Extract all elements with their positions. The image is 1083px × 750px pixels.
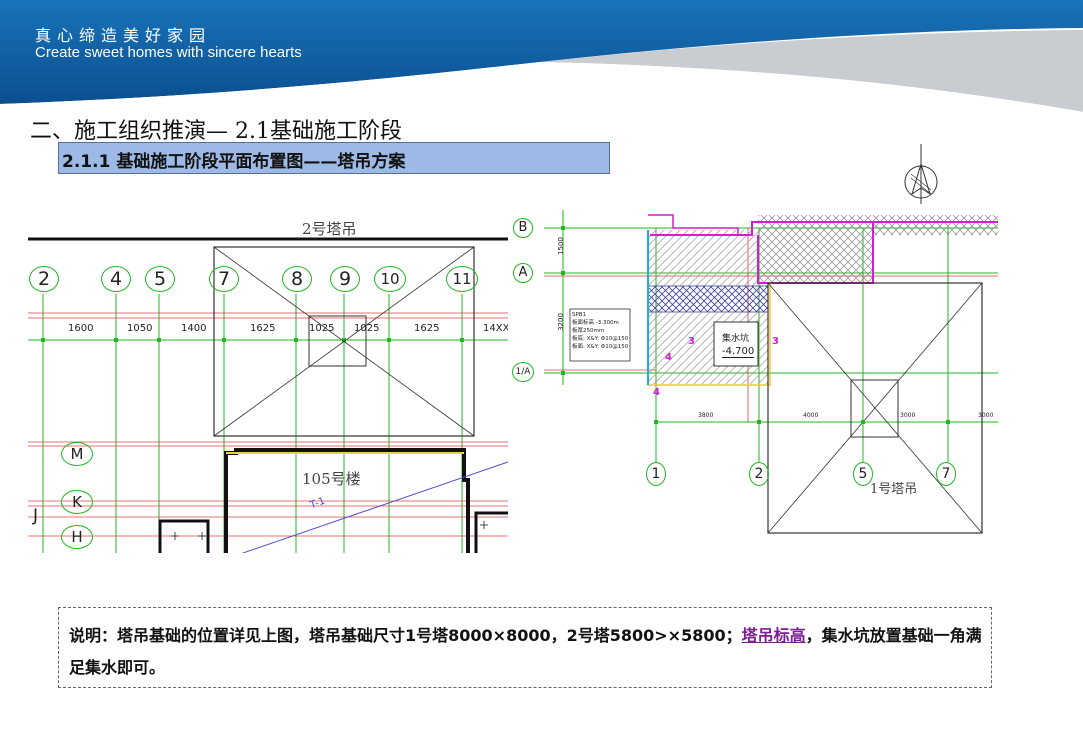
section-mark-3-left: 3: [688, 336, 695, 347]
axis-bubble-4: 4: [101, 266, 131, 292]
section-mark-3-right: 3: [772, 336, 779, 347]
dim-1400: 1400: [181, 323, 207, 334]
axis-bubble-5: 5: [145, 266, 175, 292]
dim-1625-b: 1625: [414, 323, 440, 334]
brand-slogan-cn: 真心缔造美好家园: [35, 26, 212, 45]
axis-bubble-2-right: 2: [749, 462, 769, 486]
slab-spec-line: 板面: X&Y: Φ10@150: [572, 344, 629, 350]
row-bubble-1a: 1/A: [512, 362, 534, 382]
dim-3200: 3200: [556, 313, 565, 331]
header-wave-graphic: [0, 0, 1083, 115]
section-mark-4-lower: 4: [653, 387, 660, 398]
axis-bubble-9: 9: [330, 266, 360, 292]
axis-bubble-11: 11: [446, 266, 478, 292]
right-crane-plan: B A 1/A 1500 3200 SPB1 板面标高 -3.300m 板厚25…: [508, 210, 998, 540]
brand-slogan-en: Create sweet homes with sincere hearts: [35, 44, 302, 61]
subtitle-bar: 2.1.1 基础施工阶段平面布置图——塔吊方案: [58, 142, 610, 174]
slab-spec-note: SPB1 板面标高 -3.300m 板厚250mm 板底: X&Y: Φ10@1…: [572, 311, 630, 351]
dim-1025-b: 1025: [354, 323, 380, 334]
section-mark-4-upper: 4: [665, 352, 672, 363]
row-bubble-a: A: [513, 263, 533, 283]
note-box: 说明：塔吊基础的位置详见上图，塔吊基础尺寸1号塔8000×8000，2号塔580…: [58, 607, 992, 688]
note-text-part1: 说明：塔吊基础的位置详见上图，塔吊基础尺寸1号塔8000×8000，2号塔580…: [69, 626, 742, 645]
header-banner: 真心缔造美好家园 Create sweet homes with sincere…: [0, 0, 1083, 115]
axis-bubble-8: 8: [282, 266, 312, 292]
slab-spec-line: SPB1: [572, 312, 587, 318]
dim-1025-a: 1025: [309, 323, 335, 334]
north-arrow-icon: [904, 144, 938, 204]
crane-2-label: 2号塔吊: [302, 220, 357, 238]
section-title: 二、施工组织推演— 2.1基础施工阶段: [30, 119, 402, 144]
dim-14xx: 14XX: [483, 323, 508, 334]
dim-3800: 3800: [698, 412, 714, 419]
sump-pit-level: -4.700: [722, 346, 755, 358]
building-105-label: 105号楼: [302, 470, 361, 488]
sump-pit-label: 集水坑: [722, 334, 750, 344]
slab-spec-line: 板厚250mm: [572, 328, 605, 334]
slab-spec-line: 板底: X&Y: Φ10@150: [572, 336, 629, 342]
note-text-part2: ，集水坑放置基础一角满足集水即可。: [69, 626, 982, 677]
left-plan-svg: [28, 237, 508, 553]
axis-bubble-5-right: 5: [853, 462, 873, 486]
crane-elevation-link[interactable]: 塔吊标高: [741, 626, 806, 645]
dim-3000-a: 3000: [900, 412, 916, 419]
dim-4000: 4000: [803, 412, 819, 419]
axis-bubble-7-right: 7: [936, 462, 956, 486]
row-bubble-k: K: [61, 490, 93, 514]
dim-1600: 1600: [68, 323, 94, 334]
row-bubble-b: B: [513, 218, 533, 238]
axis-bubble-7: 7: [209, 266, 239, 292]
axis-bubble-10: 10: [374, 266, 406, 292]
right-plan-svg: [544, 210, 998, 534]
axis-bubble-1: 1: [646, 462, 666, 486]
dim-3000-b: 3000: [978, 412, 994, 419]
dim-1500: 1500: [556, 237, 565, 255]
subtitle-text: 2.1.1 基础施工阶段平面布置图——塔吊方案: [62, 152, 406, 172]
left-crane-plan: 2号塔吊 2 4 5 7 8 9 10 11 1600 1050 1400 16…: [28, 210, 508, 553]
slab-spec-line: 板面标高 -3.300m: [572, 320, 619, 326]
dim-1050: 1050: [127, 323, 153, 334]
row-label-j: J: [33, 506, 39, 526]
axis-bubble-2: 2: [29, 266, 59, 292]
row-bubble-h: H: [61, 525, 93, 549]
note-text: 说明：塔吊基础的位置详见上图，塔吊基础尺寸1号塔8000×8000，2号塔580…: [69, 620, 984, 684]
row-bubble-m: M: [61, 442, 93, 466]
dim-1625-a: 1625: [250, 323, 276, 334]
crane-1-label: 1号塔吊: [870, 482, 918, 497]
